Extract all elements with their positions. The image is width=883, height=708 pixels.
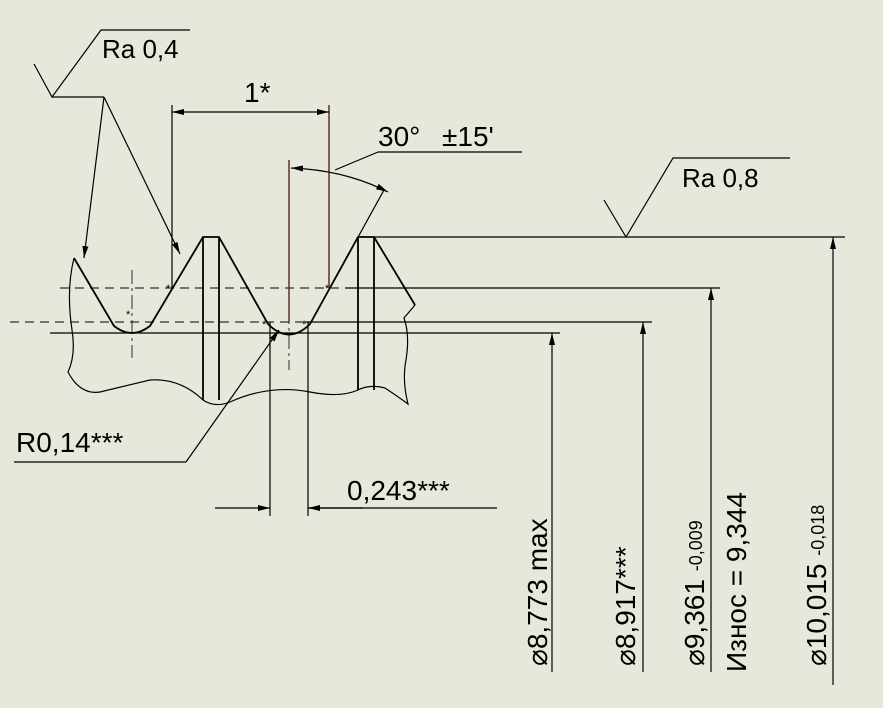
roughness-left-label: Ra 0,4: [102, 34, 179, 64]
angle-label: 30°: [378, 121, 420, 152]
svg-text:*: *: [262, 319, 267, 331]
diameter-9361: ⌀9,361 -0,009: [679, 520, 710, 666]
svg-text:*: *: [302, 319, 307, 331]
svg-text:*: *: [325, 283, 330, 295]
reference-lines: * * * * *: [10, 236, 845, 370]
diameter-8917: ⌀8,917***: [610, 546, 641, 666]
svg-text:*: *: [166, 283, 171, 295]
width-label: 0,243***: [347, 475, 450, 506]
width-dimension: 0,243***: [215, 322, 497, 516]
pitch-dimension: 1*: [171, 77, 330, 288]
diameter-8773: ⌀8,773 max: [522, 518, 553, 666]
thread-profile: [67, 236, 416, 406]
radius-callout: R0,14***: [14, 329, 280, 463]
angle-tolerance: ±15': [442, 121, 494, 152]
svg-text:*: *: [126, 309, 131, 321]
angle-dimension: 30° ±15': [288, 121, 522, 322]
roughness-right-label: Ra 0,8: [682, 163, 759, 193]
diameter-dimensions: ⌀8,773 max ⌀8,917*** ⌀9,361 -0,009 Износ…: [522, 237, 836, 685]
radius-label: R0,14***: [16, 427, 124, 458]
wear-limit-label: Износ = 9,344: [721, 492, 752, 672]
diameter-10015: ⌀10,015 -0,018: [801, 505, 832, 666]
roughness-symbol-left: Ra 0,4: [33, 29, 190, 259]
pitch-label: 1*: [244, 77, 271, 108]
roughness-symbol-right: Ra 0,8: [603, 157, 790, 239]
